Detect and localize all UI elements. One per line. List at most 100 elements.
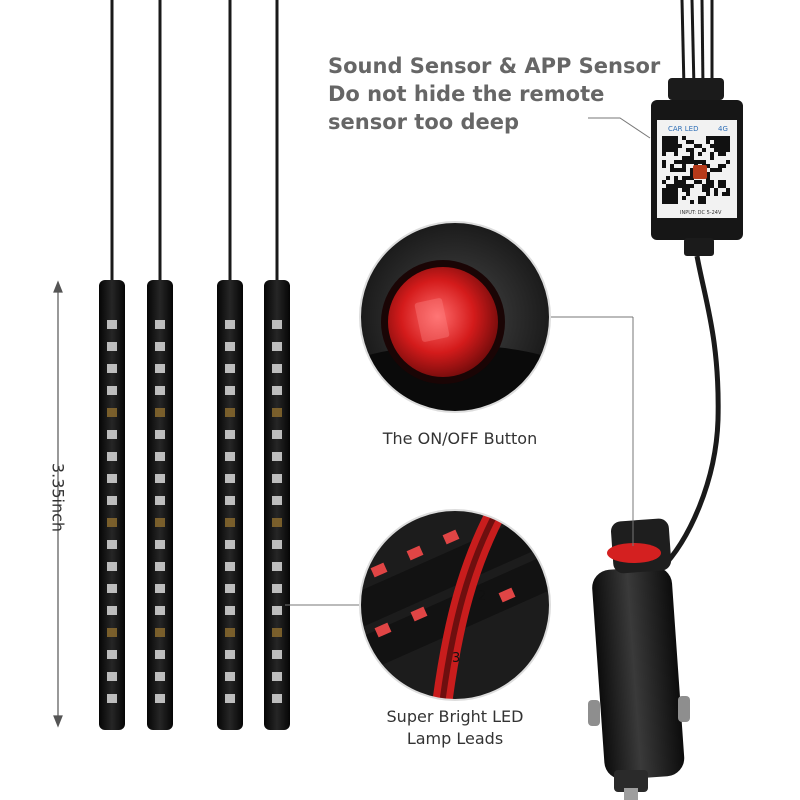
led-chip: [155, 430, 165, 439]
qr-module: [710, 152, 714, 156]
qr-module: [714, 188, 718, 192]
qr-module: [690, 172, 694, 176]
qr-module: [666, 184, 670, 188]
qr-module: [722, 184, 726, 188]
qr-module: [686, 176, 690, 180]
qr-module: [682, 196, 686, 200]
qr-module: [690, 184, 694, 188]
led-chip: [272, 496, 282, 505]
qr-module: [726, 136, 730, 140]
qr-module: [718, 148, 722, 152]
qr-module: [686, 192, 690, 196]
led-chip: [225, 562, 235, 571]
plug-power-button: [607, 543, 661, 563]
qr-module: [726, 188, 730, 192]
qr-module: [674, 168, 678, 172]
led-chip: [107, 408, 117, 417]
qr-module: [682, 136, 686, 140]
leads-caption: Super Bright LED Lamp Leads: [355, 706, 555, 750]
button-zoom-circle: [359, 221, 551, 413]
led-chip: [225, 606, 235, 615]
led-chip: [155, 364, 165, 373]
led-chip: [107, 320, 117, 329]
led-chip: [272, 540, 282, 549]
strip-segment-number: 2: [478, 589, 486, 604]
led-chip: [225, 628, 235, 637]
qr-module: [690, 148, 694, 152]
qr-module: [690, 156, 694, 160]
controller-wires: [680, 0, 714, 89]
leads-zoom-circle: 2 3: [359, 509, 551, 701]
power-cable: [658, 255, 721, 572]
qr-module: [694, 160, 698, 164]
qr-module: [674, 184, 678, 188]
qr-module: [722, 136, 726, 140]
led-chip: [272, 562, 282, 571]
led-chip: [225, 518, 235, 527]
led-chip: [272, 694, 282, 703]
qr-module: [690, 140, 694, 144]
qr-module: [670, 136, 674, 140]
qr-module: [722, 164, 726, 168]
sensor-callout: Sound Sensor & APP Sensor Do not hide th…: [328, 52, 660, 136]
qr-module: [678, 184, 682, 188]
qr-module: [670, 140, 674, 144]
led-chip: [272, 408, 282, 417]
led-chip: [225, 452, 235, 461]
qr-module: [662, 196, 666, 200]
sensor-callout-line: sensor too deep: [328, 110, 520, 134]
qr-module: [710, 156, 714, 160]
led-chip: [272, 518, 282, 527]
qr-module: [690, 152, 694, 156]
qr-module: [662, 148, 666, 152]
controller-brand: CAR LED: [668, 125, 698, 133]
led-chip: [155, 496, 165, 505]
controller-box: CAR LED 4G INPUT: DC 5-24V: [651, 78, 743, 256]
led-chip: [155, 518, 165, 527]
qr-module: [722, 152, 726, 156]
qr-module: [670, 164, 674, 168]
dimension-label: 3.35inch: [48, 462, 68, 533]
qr-module: [666, 140, 670, 144]
qr-module: [666, 188, 670, 192]
leads-caption-line: Lamp Leads: [406, 729, 504, 748]
qr-module: [698, 180, 702, 184]
qr-module: [678, 168, 682, 172]
qr-module: [682, 164, 686, 168]
led-chip: [155, 342, 165, 351]
qr-module: [670, 184, 674, 188]
qr-module: [662, 136, 666, 140]
qr-module: [686, 156, 690, 160]
led-chip: [107, 584, 117, 593]
qr-module: [710, 168, 714, 172]
qr-module: [670, 200, 674, 204]
qr-module: [666, 176, 670, 180]
qr-module: [714, 144, 718, 148]
qr-module: [694, 180, 698, 184]
leads-caption-line: Super Bright LED: [386, 707, 524, 726]
qr-module: [674, 200, 678, 204]
led-chip: [107, 496, 117, 505]
qr-module: [682, 160, 686, 164]
qr-module: [674, 176, 678, 180]
qr-module: [682, 184, 686, 188]
led-chip: [272, 452, 282, 461]
button-caption-text: The ON/OFF Button: [382, 429, 538, 448]
qr-module: [690, 200, 694, 204]
qr-module: [702, 188, 706, 192]
qr-module: [662, 180, 666, 184]
qr-code: [662, 136, 730, 204]
qr-module: [674, 196, 678, 200]
strip-segment-number: 3: [452, 651, 460, 666]
cigarette-lighter-plug: [588, 518, 690, 800]
led-chip: [155, 540, 165, 549]
led-chip: [272, 628, 282, 637]
qr-module: [662, 200, 666, 204]
sensor-window: [693, 165, 707, 179]
led-chip: [155, 408, 165, 417]
qr-module: [718, 184, 722, 188]
controller-model: 4G: [718, 125, 728, 133]
qr-module: [722, 192, 726, 196]
led-chip: [155, 320, 165, 329]
qr-module: [706, 180, 710, 184]
